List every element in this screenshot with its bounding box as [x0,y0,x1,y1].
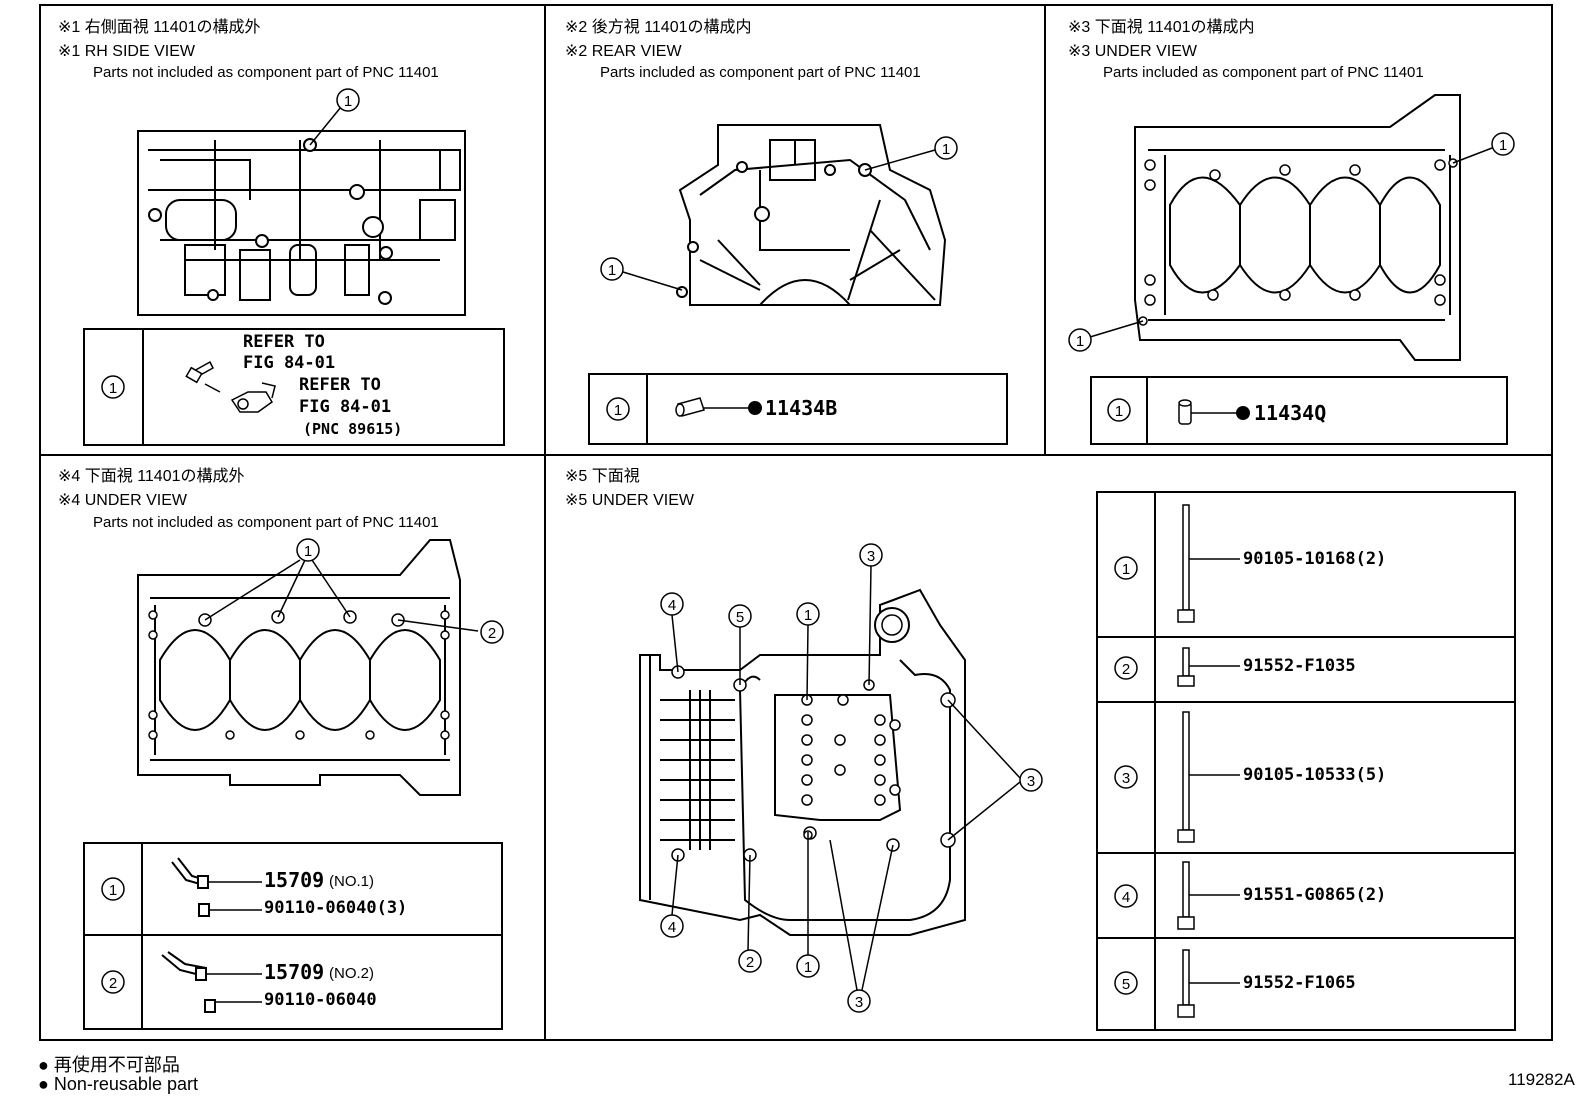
part-91552-f1035: 91552-F1035 [1243,656,1356,676]
short-bolt-icon [1177,647,1195,687]
svg-text:1: 1 [1076,333,1084,350]
svg-text:2: 2 [488,625,496,642]
panel1-subtitle: Parts not included as component part of … [93,64,439,81]
long-bolt-icon [1177,504,1195,623]
panel2-title-en: ※2 REAR VIEW [565,43,682,60]
svg-text:2: 2 [109,975,117,992]
table-index-circle [101,375,125,399]
part-90105-10168: 90105-10168(2) [1243,549,1387,569]
rh-side-engine-block-drawing: 1 1 [83,88,505,446]
part-91551-g0865: 91551-G0865(2) [1243,885,1387,905]
part-11434b: 11434B [765,396,838,420]
under-view-block-drawing-3: 1 1 1 [1068,94,1515,445]
panel2-title-jp: ※2 後方視 11401の構成内 [565,19,752,36]
svg-text:1: 1 [942,141,950,158]
svg-text:2: 2 [1122,661,1130,678]
part-11434q: 11434Q [1254,401,1327,425]
sensor-icon [230,382,276,413]
svg-text:1: 1 [804,959,812,976]
nozzle-no1-note: (NO.1) [329,873,374,890]
dowel-pin-icon [675,397,705,417]
svg-text:5: 5 [1122,976,1130,993]
svg-text:1: 1 [1122,561,1130,578]
legend-non-reusable-en: ● Non-reusable part [38,1074,198,1095]
svg-text:1: 1 [109,882,117,899]
stud-bolt-icon [1177,861,1195,930]
part-90105-10533: 90105-10533(5) [1243,765,1387,785]
part-91552-f1065: 91552-F1065 [1243,973,1356,993]
callout-number: 1 [344,93,352,110]
panel4-title-en: ※4 UNDER VIEW [58,492,187,509]
callout-circle [336,88,360,112]
refer-to-b: REFER TO [299,375,381,395]
part-15709-no2: 15709 [264,960,325,984]
long-bolt-icon [1177,711,1195,843]
svg-text:1: 1 [1115,403,1123,420]
fig-ref-b: FIG 84-01 [299,397,392,417]
svg-text:4: 4 [668,597,676,614]
bolt-icon [1177,949,1195,1018]
panel5-title-en: ※5 UNDER VIEW [565,492,694,509]
under-view-block-drawing-5: 1 1 3 3 3 4 5 4 2 1 2 3 4 5 [639,491,1516,1031]
svg-text:3: 3 [855,994,863,1011]
refer-to-a: REFER TO [243,332,325,352]
panel3-title-jp: ※3 下面視 11401の構成内 [1068,19,1255,36]
non-reusable-marker-icon: ● [38,1055,49,1075]
svg-text:1: 1 [1499,137,1507,154]
figure-id: 119282A [1508,1070,1575,1089]
panel2-subtitle: Parts included as component part of PNC … [600,64,921,81]
svg-text:1: 1 [614,402,622,419]
svg-text:2: 2 [746,954,754,971]
under-view-block-drawing-4: 1 2 1 2 [83,538,504,1030]
callout-group [660,543,1043,1013]
panel4-subtitle: Parts not included as component part of … [93,514,439,531]
panel1-title-jp: ※1 右側面視 11401の構成外 [58,19,261,36]
table-index-number: 1 [109,380,117,397]
panel5-title-jp: ※5 下面視 [565,468,640,485]
dowel-pin-icon [1178,399,1192,425]
pnc-ref: (PNC 89615) [303,420,403,438]
part-15709-no1: 15709 [264,868,325,892]
bolt-90110-06040-3: 90110-06040(3) [264,898,408,918]
legend-en-text: Non-reusable part [53,1074,198,1094]
svg-text:1: 1 [608,262,616,279]
non-reusable-marker [1236,406,1250,420]
panel3-subtitle: Parts included as component part of PNC … [1103,64,1424,81]
svg-text:4: 4 [1122,889,1130,906]
legend-non-reusable-jp: ● 再使用不可部品 [38,1051,180,1077]
non-reusable-marker-icon: ● [38,1074,49,1094]
svg-text:3: 3 [867,548,875,565]
panel1-title-en: ※1 RH SIDE VIEW [58,43,195,60]
bolt-90110-06040: 90110-06040 [264,990,377,1010]
rear-engine-block-drawing: 1 1 1 [588,124,1008,445]
non-reusable-marker [748,401,762,415]
svg-text:5: 5 [736,609,744,626]
bolt-icon [185,360,221,393]
svg-text:4: 4 [668,919,676,936]
panel4-title-jp: ※4 下面視 11401の構成外 [58,468,245,485]
svg-text:3: 3 [1027,773,1035,790]
legend-jp-text: 再使用不可部品 [53,1055,180,1075]
svg-text:3: 3 [1122,770,1130,787]
panel3-title-en: ※3 UNDER VIEW [1068,43,1197,60]
nozzle-no2-note: (NO.2) [329,965,374,982]
fig-ref-a: FIG 84-01 [243,353,336,373]
svg-text:1: 1 [804,607,812,624]
svg-text:1: 1 [304,543,312,560]
